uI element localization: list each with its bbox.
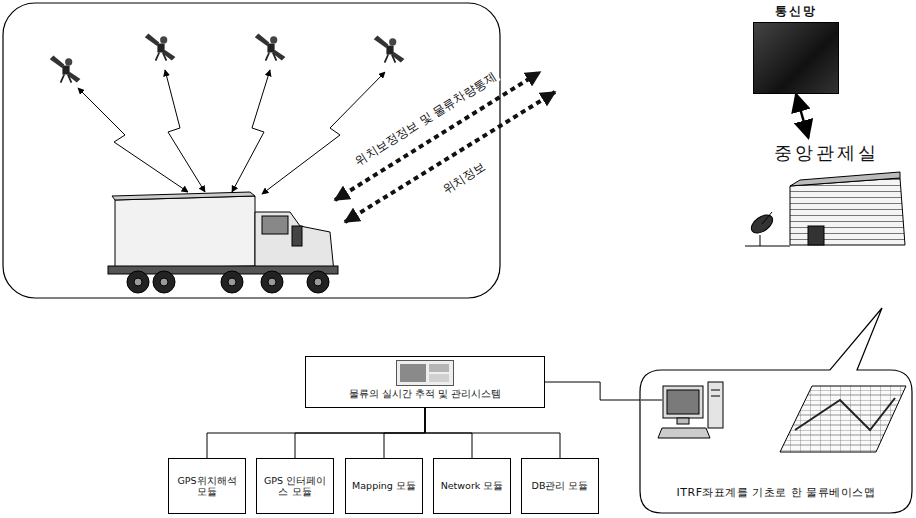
module-box: GPS위치해석 모듈 xyxy=(168,458,246,514)
label-text: 위치보정정보 및 물류차량통제 xyxy=(351,68,501,169)
connector xyxy=(207,408,425,458)
module-box: GPS 인터페이스 모듈 xyxy=(256,458,334,514)
node-text: 중앙관제실 xyxy=(774,138,879,164)
connector xyxy=(545,382,640,400)
connector xyxy=(384,408,425,458)
system-box: 물류의 실시간 추적 및 관리시스템 xyxy=(305,356,545,408)
network-device xyxy=(753,22,839,94)
node-text: GPS위치해석 모듈 xyxy=(173,475,241,498)
arrow-label: 위치보정정보 및 물류차량통제 xyxy=(349,65,501,170)
control-center: 중앙관제실 xyxy=(738,138,914,248)
connector xyxy=(425,408,560,458)
node-text: Network 모듈 xyxy=(441,480,504,491)
arrow-label: 위치정보 xyxy=(436,154,490,198)
field-region xyxy=(3,3,500,298)
gps-satellites xyxy=(50,34,405,83)
node-text: 통신망 xyxy=(775,4,817,18)
truck xyxy=(108,192,338,293)
module-box: Mapping 모듈 xyxy=(345,458,423,514)
connector xyxy=(295,408,425,458)
node-text: 물류의 실시간 추적 및 관리시스템 xyxy=(349,388,501,399)
network-box: 통신망 xyxy=(748,4,844,94)
node-text: DB관리 모듈 xyxy=(532,480,589,491)
module-box: DB관리 모듈 xyxy=(521,458,599,514)
label-text: 위치정보 xyxy=(438,158,490,197)
node-text: ITRF좌표계를 기초로 한 물류베이스맵 xyxy=(677,486,876,499)
screenshot xyxy=(396,360,454,386)
node-text: Mapping 모듈 xyxy=(352,480,416,491)
control-building xyxy=(745,172,905,246)
satellite-signal-arrows xyxy=(78,70,385,194)
computer-and-map xyxy=(641,382,906,452)
callout-bubble: ITRF좌표계를 기초로 한 물류베이스맵 xyxy=(640,370,912,513)
node-text: GPS 인터페이스 모듈 xyxy=(261,475,329,498)
connector xyxy=(796,94,808,138)
module-box: Network 모듈 xyxy=(433,458,511,514)
